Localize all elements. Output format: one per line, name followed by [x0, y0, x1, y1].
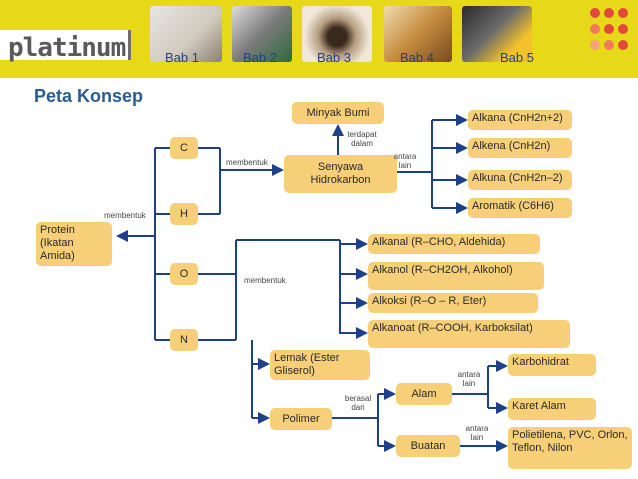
logo-plate [0, 30, 131, 60]
decor-dot [618, 40, 628, 50]
platinum-logo: platinum [8, 33, 126, 63]
node-karet-alam: Karet Alam [508, 398, 596, 420]
node-protein: Protein (Ikatan Amida) [36, 222, 112, 266]
node-minyak-bumi: Minyak Bumi [292, 102, 384, 124]
decor-dot [618, 24, 628, 34]
decor-dot [590, 40, 600, 50]
tab-bab-4[interactable]: Bab 4 [400, 50, 434, 65]
node-h: H [170, 203, 198, 225]
node-alkuna: Alkuna (CnH2n–2) [468, 170, 572, 190]
decor-dot [604, 8, 614, 18]
node-alkoksi: Alkoksi (R–O – R, Eter) [368, 293, 538, 313]
label-membentuk-protein: membentuk [104, 211, 146, 220]
label-membentuk-senyawa: membentuk [226, 158, 268, 167]
node-lemak: Lemak (Ester Gliserol) [270, 350, 370, 380]
decor-dot [604, 40, 614, 50]
page-title: Peta Konsep [34, 86, 144, 106]
tab-bab-2[interactable]: Bab 2 [243, 50, 277, 65]
label-antara-lain-1: antara lain [393, 152, 417, 170]
node-n: N [170, 329, 198, 351]
tab-bab-5[interactable]: Bab 5 [500, 50, 534, 65]
node-alkana: Alkana (CnH2n+2) [468, 110, 572, 130]
node-polimer: Polimer [270, 408, 332, 430]
label-terdapat-dalam: terdapat dalam [347, 130, 377, 148]
node-buatan: Buatan [396, 435, 460, 457]
node-aromatik: Aromatik (C6H6) [468, 198, 572, 218]
node-alkanol: Alkanol (R–CH2OH, Alkohol) [368, 262, 544, 290]
label-antara-lain-2: antara lain [457, 370, 481, 388]
node-alkana-text: Alkana (CnH2n+2) [472, 112, 563, 124]
label-membentuk-o: membentuk [244, 276, 286, 285]
tab-bab-3[interactable]: Bab 3 [317, 50, 351, 65]
decor-dot [590, 8, 600, 18]
node-alkanal: Alkanal (R–CHO, Aldehida) [368, 234, 540, 254]
node-alkena-text: Alkena (CnH2n) [472, 140, 551, 152]
tab-bab-1[interactable]: Bab 1 [165, 50, 199, 65]
node-karbohidrat: Karbohidrat [508, 354, 596, 376]
node-alkanoat: Alkanoat (R–COOH, Karboksilat) [368, 320, 570, 348]
node-alkena: Alkena (CnH2n) [468, 138, 572, 158]
label-berasal-dari: berasal dari [344, 394, 372, 412]
photo-bottles [232, 6, 292, 62]
photo-cotton [150, 6, 222, 62]
label-antara-lain-3: antara lain [465, 424, 489, 442]
node-aromatik-text: Aromatik (C6H6) [472, 200, 554, 212]
node-alam: Alam [396, 383, 452, 405]
decor-dot [590, 24, 600, 34]
photo-bread [384, 6, 452, 62]
node-c: C [170, 137, 198, 159]
photo-pipe [302, 6, 372, 62]
node-alkuna-text: Alkuna (CnH2n–2) [472, 172, 563, 184]
decor-dot [618, 8, 628, 18]
decor-dot [604, 24, 614, 34]
photo-chairs [462, 6, 532, 62]
node-o: O [170, 263, 198, 285]
node-polietilena: Polietilena, PVC, Orlon, Teflon, Nilon [508, 427, 632, 469]
node-senyawa-hidrokarbon: Senyawa Hidrokarbon [284, 155, 397, 193]
